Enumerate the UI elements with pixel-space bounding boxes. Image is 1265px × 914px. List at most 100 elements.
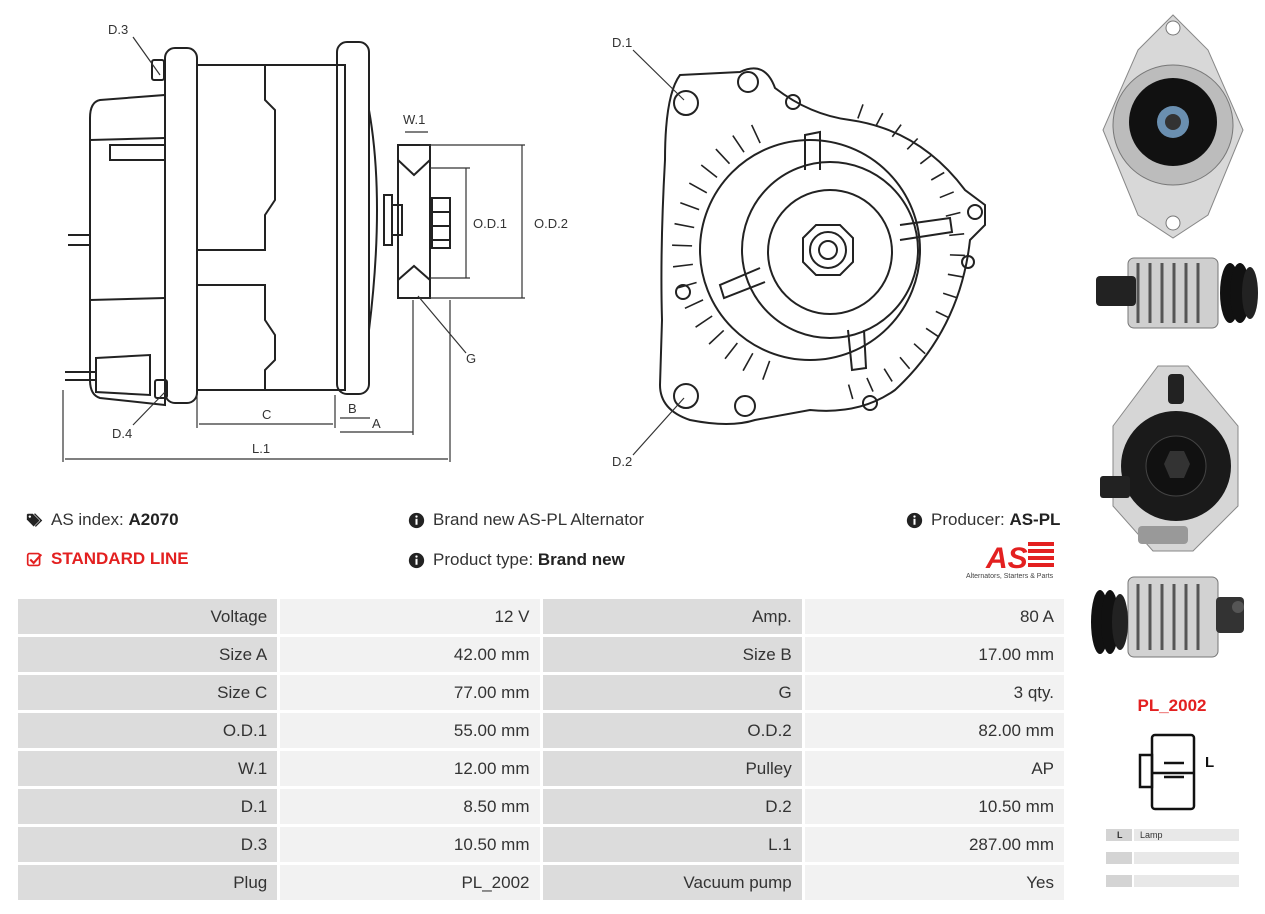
fin [945, 211, 961, 217]
fin [674, 222, 695, 229]
label-b: B [348, 401, 357, 416]
fin [930, 171, 945, 181]
legend-key [1106, 852, 1132, 864]
spec-label: D.1 [14, 786, 281, 827]
label-l1: L.1 [252, 441, 270, 456]
fin [732, 135, 745, 153]
fin [762, 360, 771, 380]
fin [913, 343, 926, 355]
spec-value: 12 V [277, 596, 543, 637]
label-c: C [262, 407, 271, 422]
fin [866, 377, 874, 392]
spec-label: Amp. [539, 596, 805, 637]
as-index-label: AS index: [51, 510, 124, 529]
as-index-value: A2070 [128, 510, 179, 529]
tags-icon [26, 512, 43, 527]
spec-label: O.D.1 [14, 710, 281, 751]
fin [708, 329, 725, 345]
info-circle-icon [906, 512, 923, 528]
standard-line-text: STANDARD LINE [51, 549, 189, 568]
spec-label: Vacuum pump [539, 862, 805, 903]
spec-label: W.1 [14, 748, 281, 789]
spec-value: AP [801, 748, 1068, 789]
producer-value: AS-PL [1009, 510, 1061, 529]
spec-label: L.1 [539, 824, 805, 865]
description-text: Brand new AS-PL Alternator [433, 510, 645, 529]
fin [715, 148, 731, 165]
label-d3: D.3 [108, 22, 128, 37]
info-circle-icon [408, 512, 425, 528]
product-type-label: Product type: [433, 550, 534, 569]
legend-key [1106, 875, 1132, 887]
label-od1: O.D.1 [473, 216, 507, 231]
photo-rear-view [1100, 365, 1239, 552]
label-d1: D.1 [612, 35, 632, 50]
spec-value: 82.00 mm [801, 710, 1068, 751]
fin [883, 368, 893, 382]
fin [688, 182, 708, 194]
spec-value: 287.00 mm [801, 824, 1068, 865]
spec-label: Size B [539, 634, 805, 675]
legend-value [1132, 852, 1239, 864]
spec-label: Size A [14, 634, 281, 675]
label-od2: O.D.2 [534, 216, 568, 231]
spec-label: O.D.2 [539, 710, 805, 751]
legend-key: L [1106, 829, 1132, 841]
label-a: A [372, 416, 381, 431]
info-circle-icon [408, 552, 425, 568]
fin [875, 112, 884, 127]
fin [724, 342, 738, 360]
spec-value: 12.00 mm [277, 748, 543, 789]
fin [750, 124, 761, 144]
fin [684, 299, 704, 310]
spec-label: Pulley [539, 748, 805, 789]
label-g: G [466, 351, 476, 366]
spec-value: 3 qty. [801, 672, 1068, 713]
spec-value: 10.50 mm [801, 786, 1068, 827]
check-square-icon [26, 552, 43, 566]
fin [942, 292, 958, 299]
label-w1: W.1 [403, 112, 425, 127]
legend-value: Lamp [1132, 829, 1239, 841]
fin [742, 352, 754, 372]
plug-title: PL_2002 [1137, 696, 1207, 715]
producer-row: Producer: AS-PL [906, 510, 1060, 530]
logo-tagline: Alternators, Starters & Parts [966, 573, 1054, 580]
fin [857, 104, 864, 119]
photo-side-view-2 [1091, 576, 1244, 658]
logo-text: AS [985, 542, 1028, 575]
photo-side-view [1096, 257, 1258, 329]
fin [695, 315, 713, 328]
label-d4: D.4 [112, 426, 132, 441]
fin [947, 273, 963, 278]
photo-front-view [1102, 14, 1244, 239]
product-type-value: Brand new [537, 550, 625, 569]
fin [935, 310, 950, 319]
as-index: AS index: A2070 [26, 510, 179, 530]
plug-diagram: L [1138, 733, 1214, 811]
spec-label: D.2 [539, 786, 805, 827]
fin [899, 356, 911, 370]
standard-line-badge: STANDARD LINE [26, 549, 189, 569]
fin [700, 164, 718, 178]
spec-value: 42.00 mm [277, 634, 543, 675]
fin [847, 384, 854, 400]
logo-graphic: AS [985, 542, 1054, 575]
plug-pin-label: L [1205, 754, 1214, 771]
fin [906, 137, 919, 150]
fin [939, 191, 955, 199]
fin [919, 153, 933, 165]
as-pl-logo: AS Alternators, Starters & Parts [966, 538, 1066, 582]
spec-value: 17.00 mm [801, 634, 1068, 675]
spec-label: G [539, 672, 805, 713]
